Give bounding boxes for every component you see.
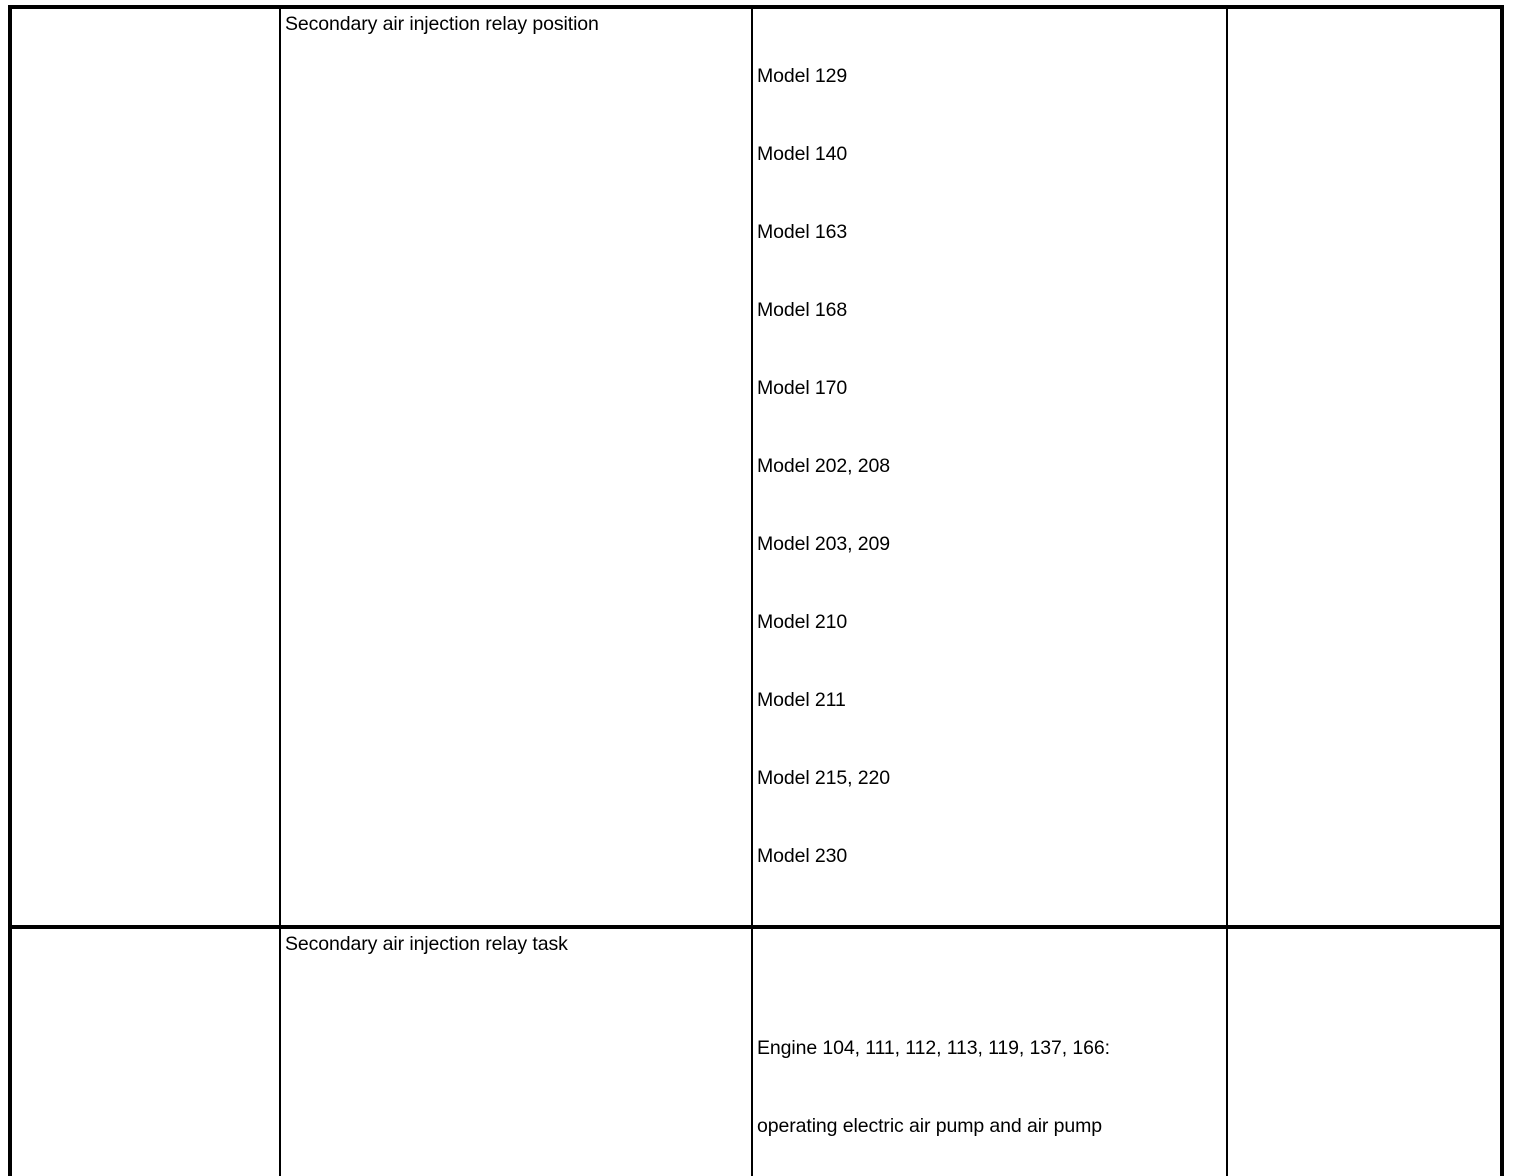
table-row: Secondary air injection relay task Engin… <box>8 925 1504 1176</box>
cell-text-empty <box>1228 9 1500 290</box>
specification-table: Secondary air injection relay position M… <box>8 5 1504 1176</box>
document-page: Secondary air injection relay position M… <box>8 5 1504 1176</box>
text-line: operating electric air pump and air pump <box>757 1115 1103 1137</box>
model-list-item: Model 170 <box>757 377 848 399</box>
model-list-item: Model 215, 220 <box>757 767 891 789</box>
table-cell-value: Model 129 Model 140 Model 163 Model 168 … <box>751 5 1228 929</box>
table-cell-label: Secondary air injection relay position <box>279 5 753 929</box>
model-list-item: Model 203, 209 <box>757 533 891 555</box>
paragraph: Engine 104, 111, 112, 113, 119, 137, 166… <box>757 983 1230 1176</box>
model-list-item: Model 168 <box>757 299 848 321</box>
cell-text-empty <box>12 9 279 290</box>
task-description: Engine 104, 111, 112, 113, 119, 137, 166… <box>753 929 1230 1176</box>
model-list-item: Model 202, 208 <box>757 455 891 477</box>
model-list-item: Model 129 <box>757 65 848 87</box>
model-list-item: Model 211 <box>757 689 846 711</box>
table-cell-value: Engine 104, 111, 112, 113, 119, 137, 166… <box>751 925 1230 1176</box>
table-cell-label: Secondary air injection relay task <box>279 925 753 1176</box>
model-list-item: Model 140 <box>757 143 848 165</box>
model-list-item: Model 163 <box>757 221 848 243</box>
table-cell-notes <box>1226 925 1504 1176</box>
model-list-item: Model 230 <box>757 845 848 867</box>
model-list: Model 129 Model 140 Model 163 Model 168 … <box>753 9 1226 925</box>
cell-text-empty <box>12 929 279 1083</box>
table-cell-category <box>8 5 281 929</box>
row-label: Secondary air injection relay task <box>285 933 568 955</box>
cell-text-empty <box>1228 929 1500 1083</box>
model-list-item: Model 210 <box>757 611 848 633</box>
row-label: Secondary air injection relay position <box>285 13 599 35</box>
table-cell-notes <box>1226 5 1504 929</box>
table-row: Secondary air injection relay position M… <box>8 5 1504 929</box>
text-line: Engine 104, 111, 112, 113, 119, 137, 166… <box>757 1037 1110 1059</box>
table-cell-category <box>8 925 281 1176</box>
